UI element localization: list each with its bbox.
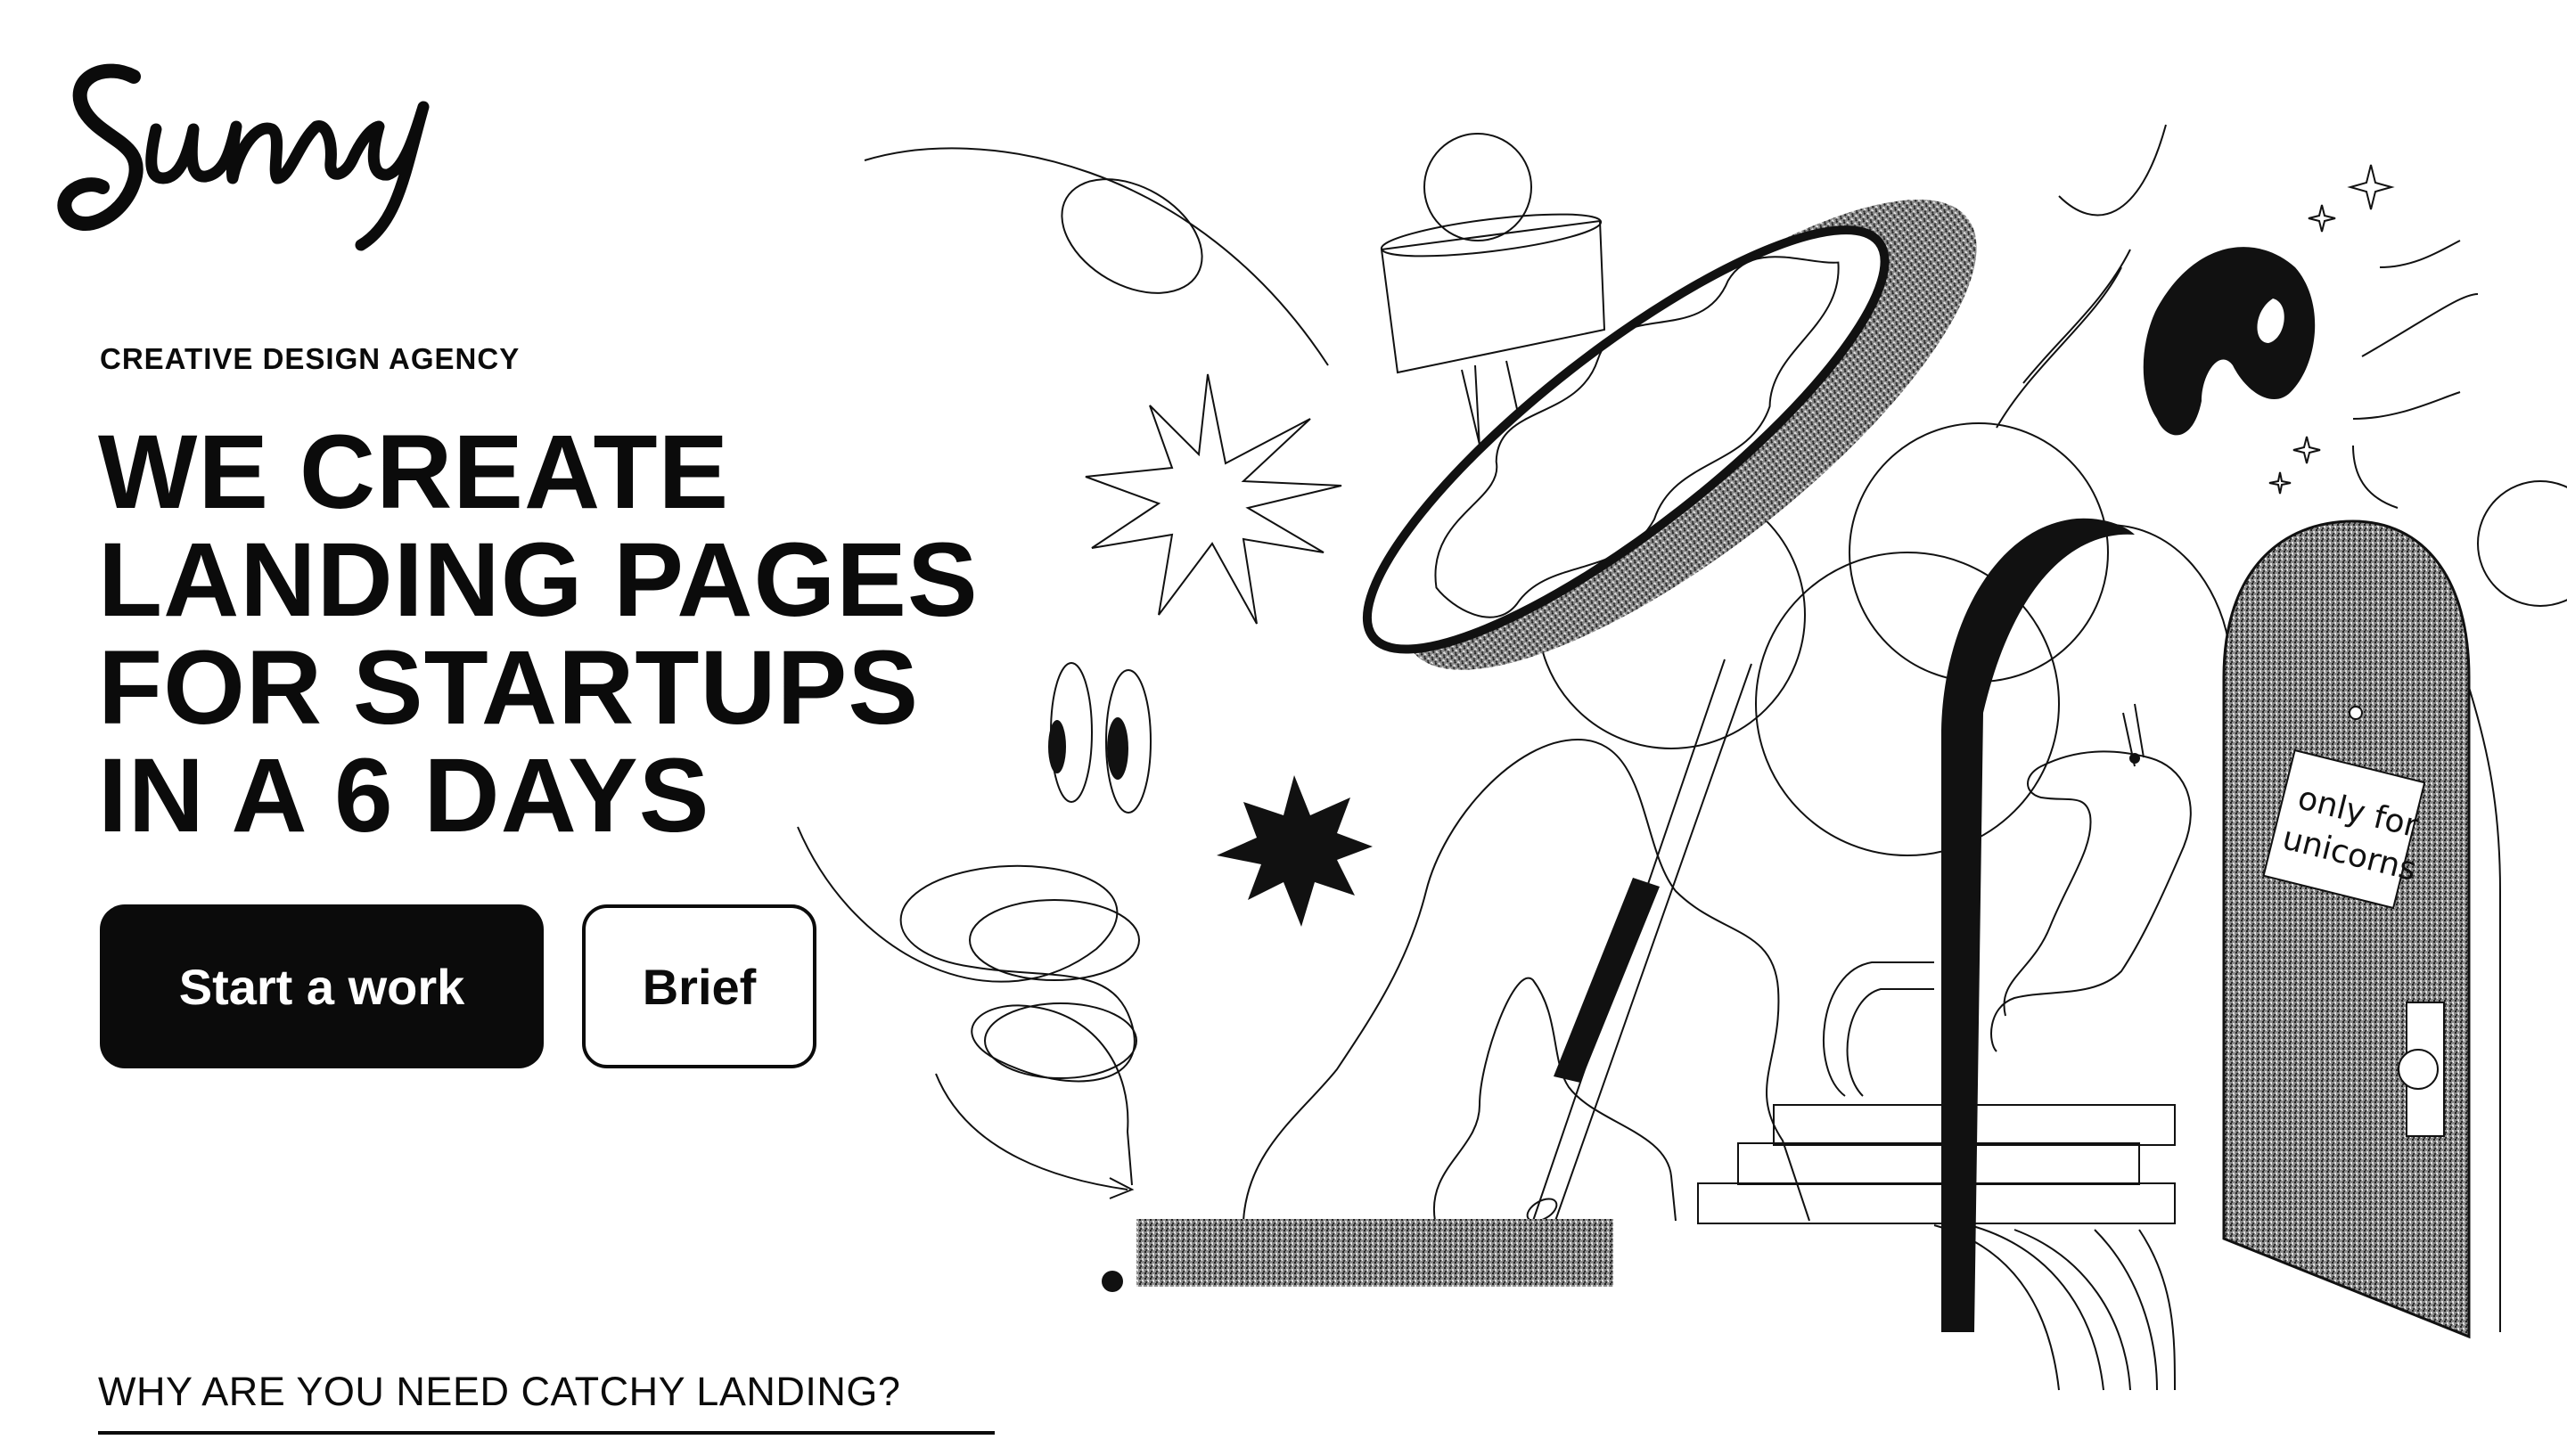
hero-eyebrow: CREATIVE DESIGN AGENCY [100, 342, 521, 375]
headline-line-1: WE CREATE [98, 413, 730, 531]
brief-button[interactable]: Brief [582, 904, 816, 1068]
loop-line [864, 147, 1329, 366]
grainy-platform [1136, 1219, 1613, 1287]
headline-line-3: FOR STARTUPS [98, 629, 920, 747]
black-star [1217, 775, 1373, 927]
outline-star [1085, 373, 1342, 625]
black-ribbon [1941, 518, 2135, 1332]
why-catchy-landing-link[interactable]: WHY ARE YOU NEED CATCHY LANDING? [98, 1369, 995, 1435]
brand-logo[interactable] [49, 45, 450, 258]
svg-text:unicorns: unicorns [2279, 820, 2421, 888]
grainy-door [2222, 519, 2471, 1339]
svg-text:only for: only for [2294, 780, 2422, 845]
sunny-script-logo [57, 63, 430, 251]
headline-line-4: IN A 6 DAYS [98, 737, 710, 855]
headline-line-2: LANDING PAGES [98, 521, 979, 639]
lamp-shade [1380, 219, 1606, 374]
black-blob [2143, 247, 2316, 436]
start-a-work-button[interactable]: Start a work [100, 904, 544, 1068]
door-sign: only for unicorns [2262, 748, 2426, 910]
hero-headline: WE CREATE LANDING PAGES FOR STARTUPS IN … [98, 419, 979, 850]
